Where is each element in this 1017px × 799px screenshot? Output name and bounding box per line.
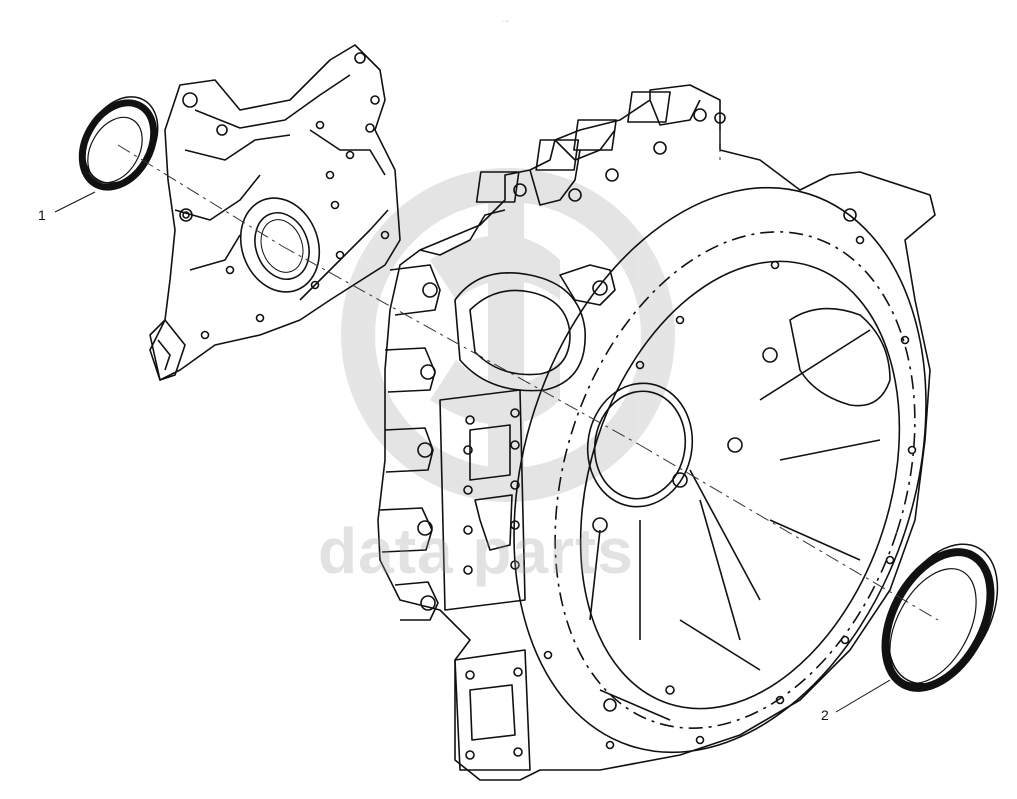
front-oil-seal — [78, 96, 159, 191]
assembly-axis-lines — [117, 130, 939, 621]
watermark-logo — [341, 168, 675, 502]
rear-oil-seal — [881, 543, 999, 692]
callout-leaders — [54, 191, 891, 713]
callout-label-2: 2 — [821, 707, 829, 723]
flywheel-housing — [377, 84, 936, 781]
header-mark: ◦ ▫▫ — [502, 19, 509, 25]
watermark-text: data parts — [318, 515, 634, 587]
front-cover — [149, 44, 401, 381]
callout-label-1: 1 — [38, 207, 46, 223]
